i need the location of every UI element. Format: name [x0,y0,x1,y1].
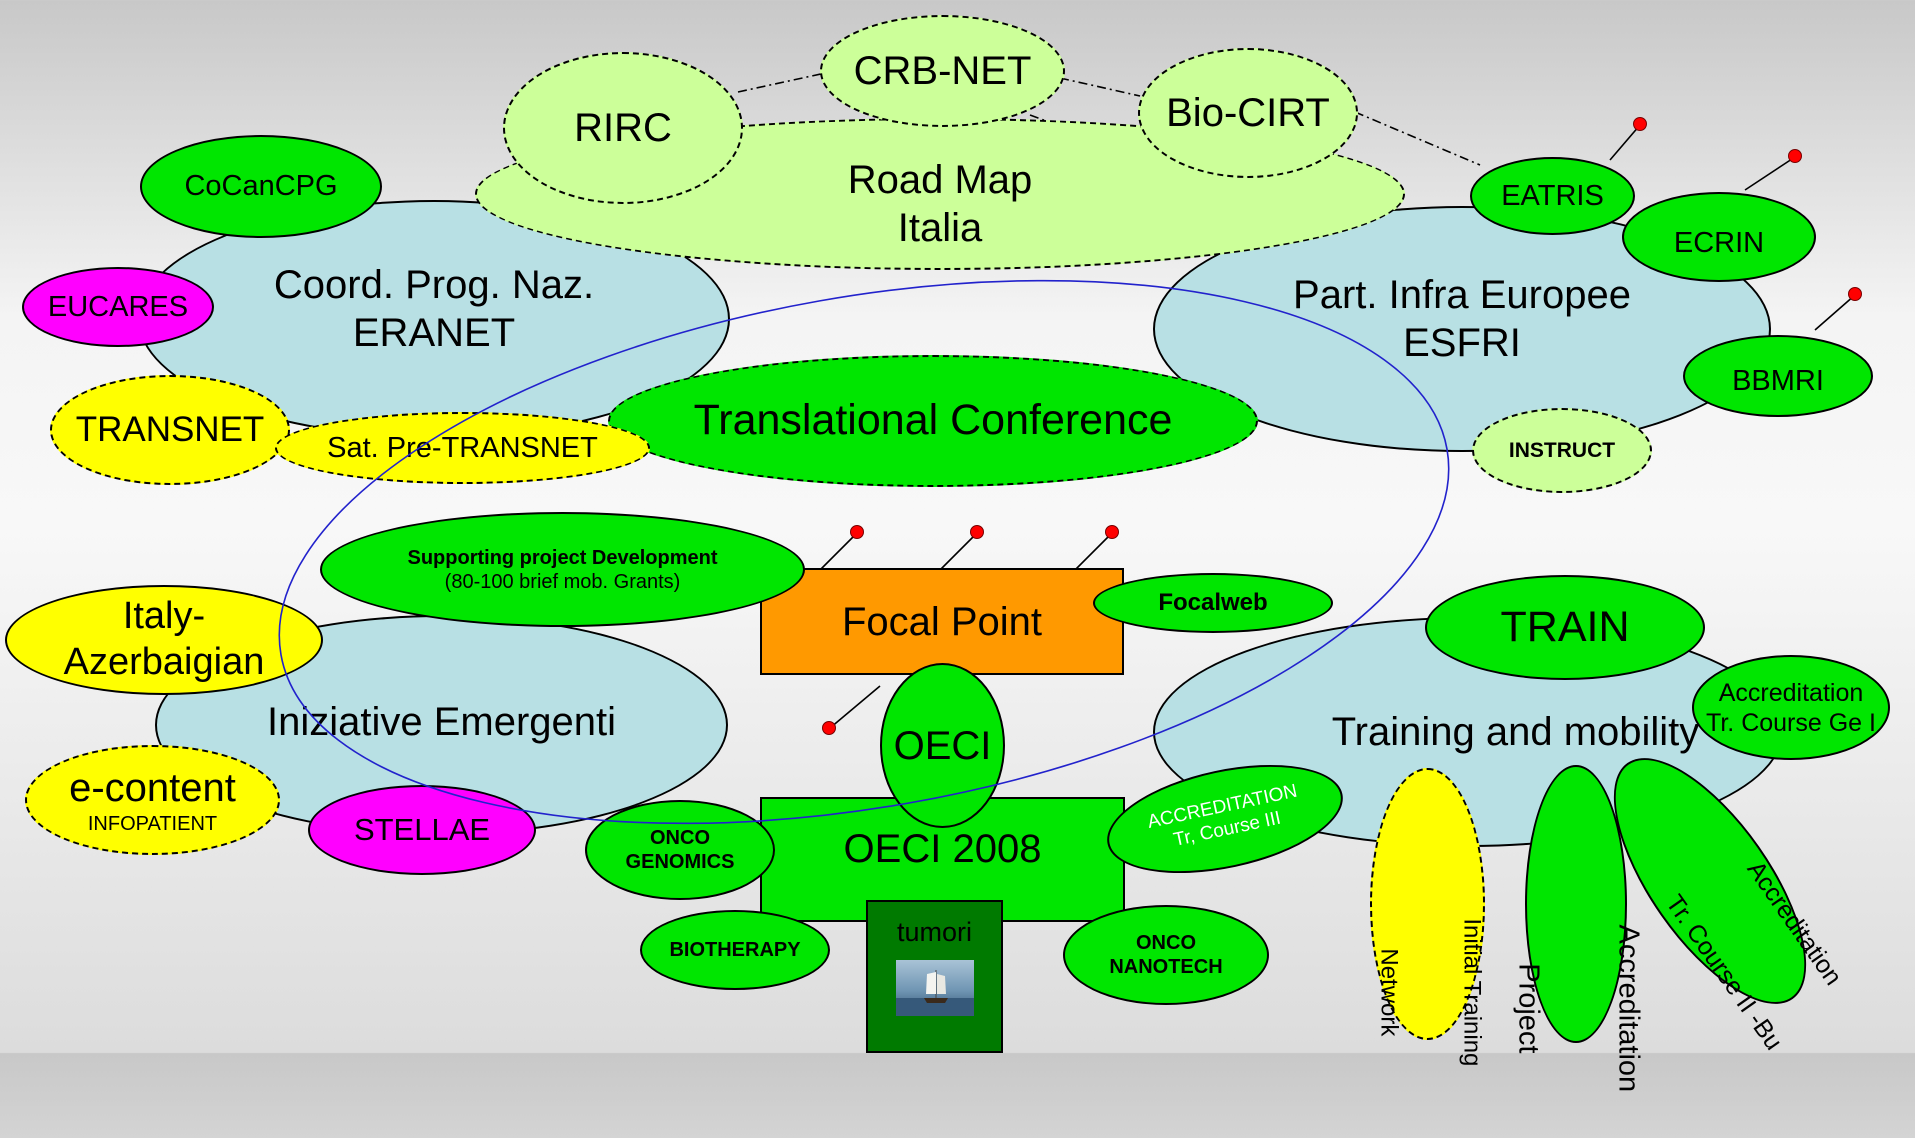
onco-nanotech-node[interactable]: ONCO NANOTECH [1063,905,1269,1005]
eranet-label-line2: ERANET [352,311,516,355]
pin-line-eatris [1609,124,1641,161]
focal-point-label: Focal Point [841,599,1043,644]
diagram-stage: Coord. Prog. Naz. ERANET Part. Infra Eur… [5,15,1890,1092]
ecrin-label: ECRIN [1673,226,1765,259]
pin-bbmri [1848,287,1862,301]
ecrin-node[interactable]: ECRIN [1622,192,1816,282]
onco-nanotech-line2: NANOTECH [1109,956,1223,978]
road-map-label-line2: Italia [897,206,983,250]
cocancpg-label: CoCanCPG [184,170,338,203]
stellae-label: STELLAE [353,812,491,848]
supporting-development-node[interactable]: Supporting project Development (80-100 b… [320,512,805,627]
transnet-label: TRANSNET [75,410,265,449]
eatris-node[interactable]: EATRIS [1470,157,1635,235]
crb-net-label: CRB-NET [853,49,1032,93]
cocancpg-node[interactable]: CoCanCPG [140,135,382,238]
translational-conference-label: Translational Conference [693,396,1173,445]
accreditation-course-ge-node[interactable]: Accreditation Tr. Course Ge I [1692,655,1890,760]
instruct-label: INSTRUCT [1508,438,1616,462]
connector-rirc-crbnet [737,71,831,93]
pin-focal-3 [1105,525,1119,539]
biotherapy-node[interactable]: BIOTHERAPY [640,910,830,990]
focalweb-node[interactable]: Focalweb [1093,573,1333,633]
infopatient-label: INFOPATIENT [87,813,218,835]
biotherapy-label: BIOTHERAPY [669,939,801,961]
focal-point-box[interactable]: Focal Point [760,568,1124,675]
pin-oeci [822,721,836,735]
bio-cirt-node[interactable]: Bio-CIRT [1138,48,1358,178]
sat-pre-transnet-node[interactable]: Sat. Pre-TRANSNET [275,412,650,484]
connector-biocirt-eatris [1354,111,1481,166]
crb-net-node[interactable]: CRB-NET [820,15,1065,127]
eucares-label: EUCARES [47,290,189,323]
emergenti-label: Iniziative Emergenti [266,700,617,744]
bbmri-node[interactable]: BBMRI [1683,335,1873,417]
oeci-label: OECI [893,723,992,768]
pin-line-focal-1 [819,532,858,571]
tumori-label: tumori [896,917,972,947]
transnet-node[interactable]: TRANSNET [50,375,290,485]
accreditation-course-ge-line2: Tr. Course Ge I [1706,708,1876,737]
stellae-node[interactable]: STELLAE [308,785,536,875]
road-map-label-line1: Road Map [847,158,1033,202]
sat-pre-transnet-label: Sat. Pre-TRANSNET [327,431,598,464]
initial-training-line2: Network [1375,948,1403,1037]
pin-line-bbmri [1814,294,1856,331]
pin-line-focal-3 [1074,532,1113,571]
supporting-label-line2: (80-100 brief mob. Grants) [444,570,681,593]
oeci-node[interactable]: OECI [880,663,1005,828]
accreditation-project-node[interactable]: Accreditation Project [1513,765,1645,1092]
tumori-box[interactable]: tumori [866,900,1003,1053]
accreditation-course-ge-line1: Accreditation [1718,678,1864,707]
pin-focal-2 [970,525,984,539]
e-content-label: e-content [69,766,236,810]
pin-eatris [1633,117,1647,131]
connector-crbnet-biocirt [1059,77,1141,97]
eatris-label: EATRIS [1501,179,1604,212]
italy-azerbaigian-node[interactable]: Italy- Azerbaigian [5,585,323,695]
accreditation-project-line2: Project [1512,963,1545,1054]
esfri-label-line1: Part. Infra Europee [1293,273,1631,317]
train-node[interactable]: TRAIN [1425,575,1705,680]
rirc-node[interactable]: RIRC [503,52,743,204]
pin-ecrin [1788,149,1802,163]
pin-line-ecrin [1744,156,1796,191]
pin-line-focal-2 [939,532,978,571]
italy-azerbaigian-line1: Italy- [122,595,206,638]
italy-azerbaigian-line2: Azerbaigian [63,641,265,683]
e-content-node[interactable]: e-content INFOPATIENT [25,745,280,855]
bio-cirt-label: Bio-CIRT [1166,91,1330,135]
pin-line-oeci [829,685,881,729]
sailing-ship-image [895,960,974,1017]
focalweb-label: Focalweb [1158,588,1268,616]
translational-conference-node[interactable]: Translational Conference [608,355,1258,487]
esfri-label-line2: ESFRI [1403,321,1521,365]
train-label: TRAIN [1500,602,1630,651]
rirc-label: RIRC [574,106,672,150]
onco-genomics-line1: ONCO [650,827,710,849]
instruct-node[interactable]: INSTRUCT [1472,408,1652,493]
supporting-label-line1: Supporting project Development [407,546,718,569]
eucares-node[interactable]: EUCARES [22,267,214,347]
training-label: Training and mobility [1331,710,1700,754]
bbmri-label: BBMRI [1732,364,1824,397]
pin-focal-1 [850,525,864,539]
onco-genomics-node[interactable]: ONCO GENOMICS [585,800,775,900]
onco-nanotech-line1: ONCO [1136,932,1196,954]
oeci-2008-label: OECI 2008 [843,826,1042,871]
onco-genomics-line2: GENOMICS [625,851,735,873]
eranet-label-line1: Coord. Prog. Naz. [273,263,595,307]
